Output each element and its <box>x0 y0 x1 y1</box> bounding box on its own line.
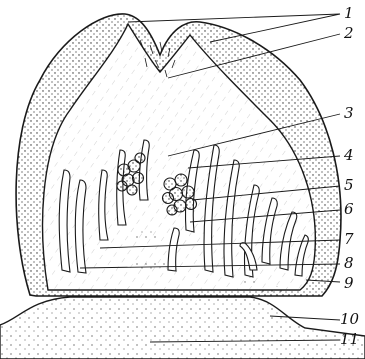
label-2: 2 <box>343 24 354 42</box>
label-6: 6 <box>344 200 354 218</box>
label-9: 9 <box>344 274 354 292</box>
label-4: 4 <box>343 146 354 164</box>
labels: 1 2 3 4 5 6 7 8 9 10 11 <box>340 4 360 348</box>
label-10: 10 <box>340 310 360 328</box>
label-5: 5 <box>344 176 354 194</box>
label-11: 11 <box>340 330 359 348</box>
label-8: 8 <box>344 254 354 272</box>
label-3: 3 <box>344 104 354 122</box>
label-7: 7 <box>344 230 354 248</box>
base-layer <box>0 297 365 359</box>
label-1: 1 <box>344 4 354 22</box>
